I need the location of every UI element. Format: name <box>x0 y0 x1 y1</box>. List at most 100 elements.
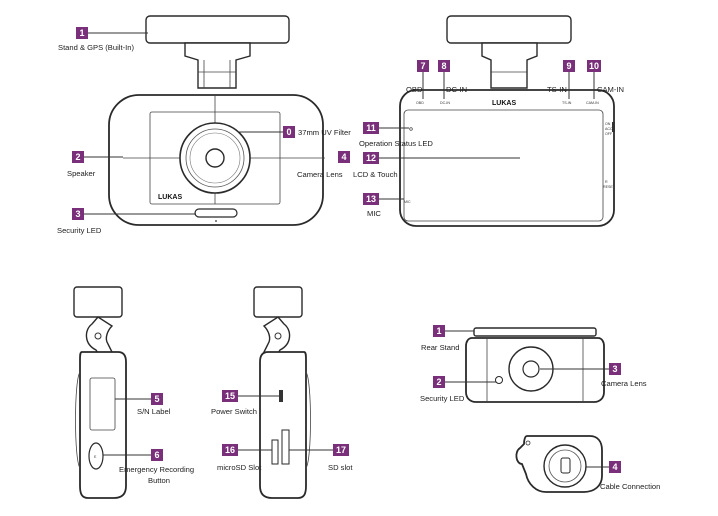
callout-number: 4 <box>612 462 617 472</box>
security-led-bar <box>194 208 238 218</box>
callout-number: 8 <box>441 61 446 71</box>
callout-label: LCD & Touch <box>353 170 398 179</box>
callout-label: SD slot <box>328 463 353 472</box>
front-view: LUKAS 1 Stand & GPS (Built-In) 0 37mm UV… <box>57 15 351 235</box>
callout-number: 6 <box>154 450 159 460</box>
callout-label: Emergency Recording <box>119 465 194 474</box>
callout-label: MIC <box>367 209 381 218</box>
callout-label: Stand & GPS (Built-In) <box>58 43 134 52</box>
callout-badge <box>72 208 84 220</box>
callout-badge <box>609 363 621 375</box>
side-view-right: 15 Power Switch 16 microSD Slot 17 SD sl… <box>211 286 353 499</box>
callout-number: 11 <box>366 123 376 133</box>
side-body-left <box>79 351 127 499</box>
rear-security-led <box>495 376 503 384</box>
port-label-tsin: TS-IN <box>562 101 572 105</box>
gps-module <box>145 15 290 44</box>
callout-number: 4 <box>341 152 346 162</box>
side-switch <box>612 122 615 132</box>
logo-text: LUKAS <box>158 194 182 201</box>
callout-badge <box>72 151 84 163</box>
callout-label: Operation Status LED <box>359 139 433 148</box>
callout-number: 15 <box>225 391 235 401</box>
callout-number: 2 <box>436 377 441 387</box>
sd-slot <box>281 429 290 465</box>
mic-mark: MIC <box>404 200 411 204</box>
side-body-right <box>259 351 307 499</box>
callout-label: DC-IN <box>446 85 467 94</box>
callout-badge <box>433 376 445 388</box>
callout-badge <box>222 390 238 402</box>
svg-text:OFF: OFF <box>605 132 613 136</box>
rear-camera-back: 4 Cable Connection <box>515 435 660 493</box>
power-switch <box>279 390 283 402</box>
callout-number: 0 <box>286 127 291 137</box>
port-label-dcin: DC-IN <box>440 101 450 105</box>
callout-label: Camera Lens <box>297 170 343 179</box>
callout-number: 1 <box>436 326 441 336</box>
callout-number: 3 <box>75 209 80 219</box>
callout-label: OBD <box>406 85 423 94</box>
callout-badge <box>151 393 163 405</box>
callout-label: Speaker <box>67 169 96 178</box>
svg-text:RESET: RESET <box>603 185 616 189</box>
callout-label: 37mm UV Filter <box>298 128 351 137</box>
callout-label: TS-IN <box>547 85 567 94</box>
callout-label: Rear Stand <box>421 343 459 352</box>
microsd-slot <box>271 439 279 465</box>
callout-number: 17 <box>336 445 346 455</box>
callout-badge <box>283 126 295 138</box>
callout-label: Button <box>148 476 170 485</box>
rear-lens <box>522 360 540 378</box>
callout-label: CAM-IN <box>597 85 624 94</box>
callout-badge <box>333 444 349 456</box>
callout-number: 1 <box>79 28 84 38</box>
callout-badge <box>76 27 88 39</box>
reset-mark: R <box>605 180 608 184</box>
port-label-camin: CAM-IN <box>586 101 599 105</box>
logo-text: LUKAS <box>492 100 516 107</box>
callout-badge <box>438 60 450 72</box>
gps-module-rear <box>446 15 572 44</box>
callout-label: Cable Connection <box>600 482 660 491</box>
callout-badge <box>609 461 621 473</box>
callout-number: 12 <box>366 153 376 163</box>
status-led <box>409 127 413 131</box>
callout-label: Security LED <box>57 226 102 235</box>
callout-number: 9 <box>566 61 571 71</box>
callout-label: Power Switch <box>211 407 257 416</box>
emergency-button <box>88 442 104 470</box>
svg-text:ACC: ACC <box>605 127 613 131</box>
power-switch-marks: ON <box>605 122 611 126</box>
svg-text:E: E <box>94 455 97 459</box>
callout-label: Security LED <box>420 394 465 403</box>
front-logo: LUKAS <box>158 194 182 201</box>
callout-number: 2 <box>75 152 80 162</box>
sn-label <box>89 377 116 431</box>
lcd-screen <box>403 109 604 222</box>
gps-side-right <box>253 286 303 318</box>
callout-badge <box>363 193 379 205</box>
callout-badge <box>222 444 238 456</box>
rear-view: LUKAS OBD DC-IN TS-IN CAM-IN ON ACC OFF … <box>353 15 624 227</box>
rear-stand <box>473 327 597 337</box>
callout-number: 16 <box>225 445 235 455</box>
callout-badge <box>587 60 601 72</box>
stand-arm-rear <box>481 42 538 89</box>
callout-badge <box>363 122 379 134</box>
callout-number: 5 <box>154 394 159 404</box>
front-lens <box>205 148 225 168</box>
cable-connector <box>560 457 571 474</box>
stand-arm <box>184 42 251 89</box>
callout-label: microSD Slot <box>217 463 262 472</box>
callout-number: 7 <box>420 61 425 71</box>
callout-badge <box>151 449 163 461</box>
callout-number: 10 <box>589 61 599 71</box>
rear-camera-front: 1 Rear Stand 2 Security LED 3 Camera Len… <box>420 325 647 403</box>
callout-badge <box>563 60 575 72</box>
callout-badge <box>363 152 379 164</box>
callout-number: 3 <box>612 364 617 374</box>
callout-number: 13 <box>366 194 376 204</box>
callout-badge <box>338 151 350 163</box>
